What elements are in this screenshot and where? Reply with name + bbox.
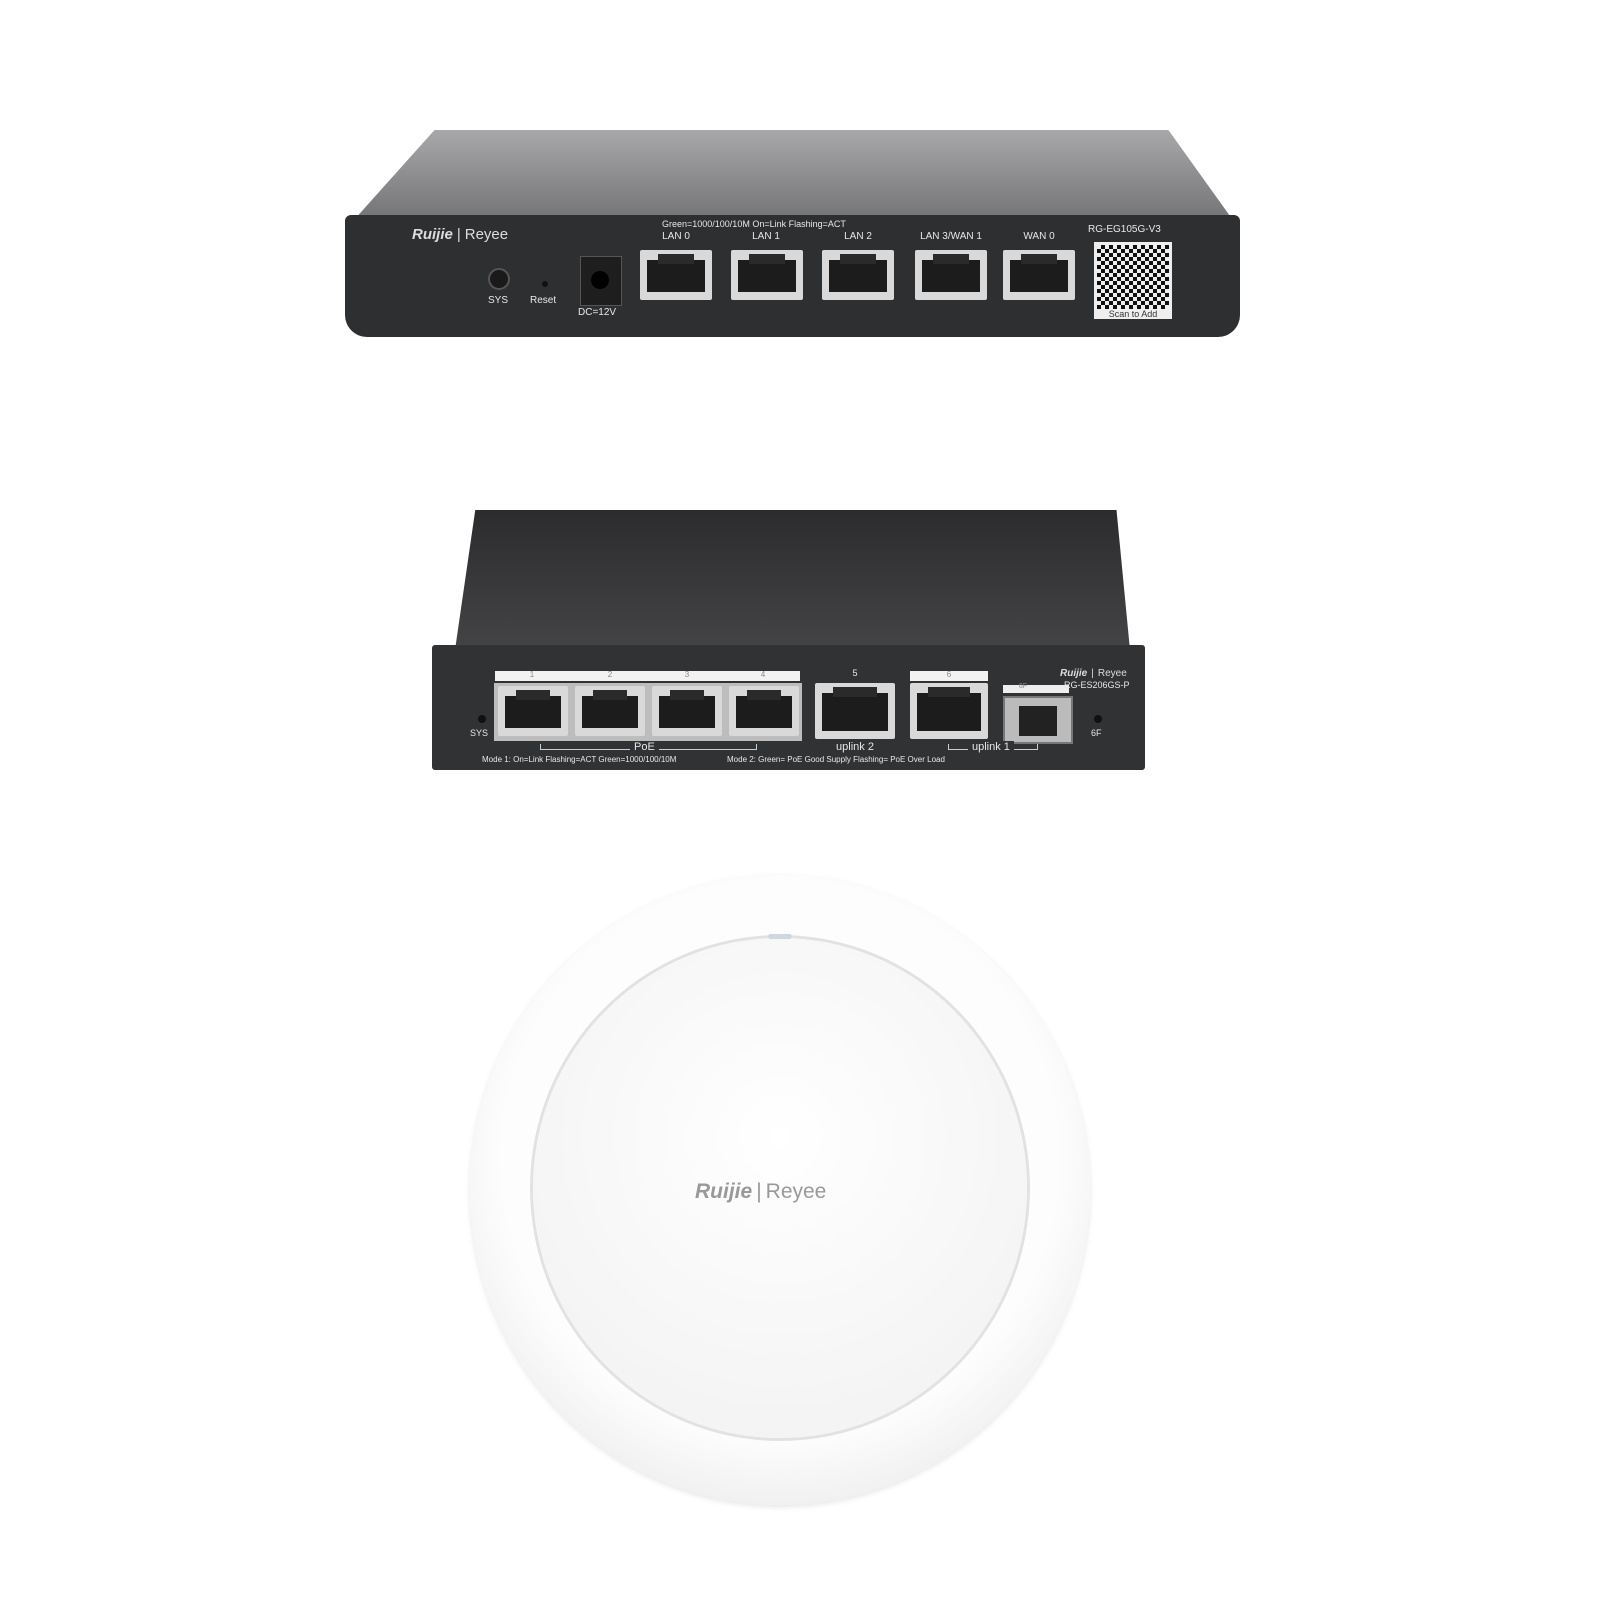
mode2-legend: Mode 2: Green= PoE Good Supply Flashing=…	[727, 755, 945, 764]
poe-label: PoE	[630, 741, 659, 753]
poe-port	[729, 686, 799, 736]
ethernet-port	[915, 250, 987, 300]
status-led	[768, 934, 792, 939]
ethernet-port	[822, 250, 894, 300]
port-label: LAN 0	[662, 231, 690, 242]
uplink1-label: uplink 1	[968, 741, 1014, 753]
sfp-led-label: 6F	[1091, 728, 1102, 738]
ethernet-port	[731, 250, 803, 300]
port-number: 2	[607, 670, 613, 679]
sys-label: SYS	[470, 728, 489, 738]
sys-led	[488, 268, 510, 290]
sfp-led	[1094, 715, 1102, 723]
model-label: RG-EG105G-V3	[1088, 224, 1161, 235]
uplink-port	[815, 683, 895, 739]
reset-button[interactable]	[542, 281, 548, 287]
sys-label: SYS	[488, 295, 509, 306]
ethernet-port	[640, 250, 712, 300]
router-top	[345, 130, 1240, 230]
port-number: 3	[684, 670, 690, 679]
port-label: LAN 1	[752, 231, 780, 242]
port-label: LAN 2	[844, 231, 872, 242]
sys-led	[478, 715, 486, 723]
mode1-legend: Mode 1: On=Link Flashing=ACT Green=1000/…	[482, 755, 677, 764]
power-jack	[580, 256, 622, 306]
poe-port	[575, 686, 645, 736]
sfp-port	[1003, 696, 1073, 744]
router-logo: Ruijie|Reyee	[412, 226, 509, 243]
uplink2-label: uplink 2	[836, 741, 874, 753]
ap-logo: Ruijie|Reyee	[695, 1180, 827, 1203]
switch-model: RG-ES206GS-P	[1064, 680, 1130, 690]
reset-label: Reset	[530, 295, 557, 306]
port-number: 6	[946, 670, 952, 679]
qr-caption: Scan to Add	[1094, 309, 1172, 319]
port-number: 4	[760, 670, 766, 679]
poe-port	[652, 686, 722, 736]
port-number: 1	[529, 670, 535, 679]
power-label: DC=12V	[578, 307, 617, 318]
switch-logo: Ruijie|Reyee	[1060, 668, 1127, 679]
port-label: WAN 0	[1023, 231, 1055, 242]
ethernet-port	[1003, 250, 1075, 300]
qr-code	[1094, 242, 1172, 312]
uplink-port	[910, 683, 988, 739]
sfp-label: 6F	[1018, 683, 1028, 690]
poe-port	[498, 686, 568, 736]
switch-top	[455, 510, 1130, 650]
ap-inner-disc	[533, 938, 1027, 1438]
port-number: 5	[852, 668, 858, 678]
port-label: LAN 3/WAN 1	[920, 231, 982, 242]
led-legend: Green=1000/100/10M On=Link Flashing=ACT	[662, 219, 846, 229]
